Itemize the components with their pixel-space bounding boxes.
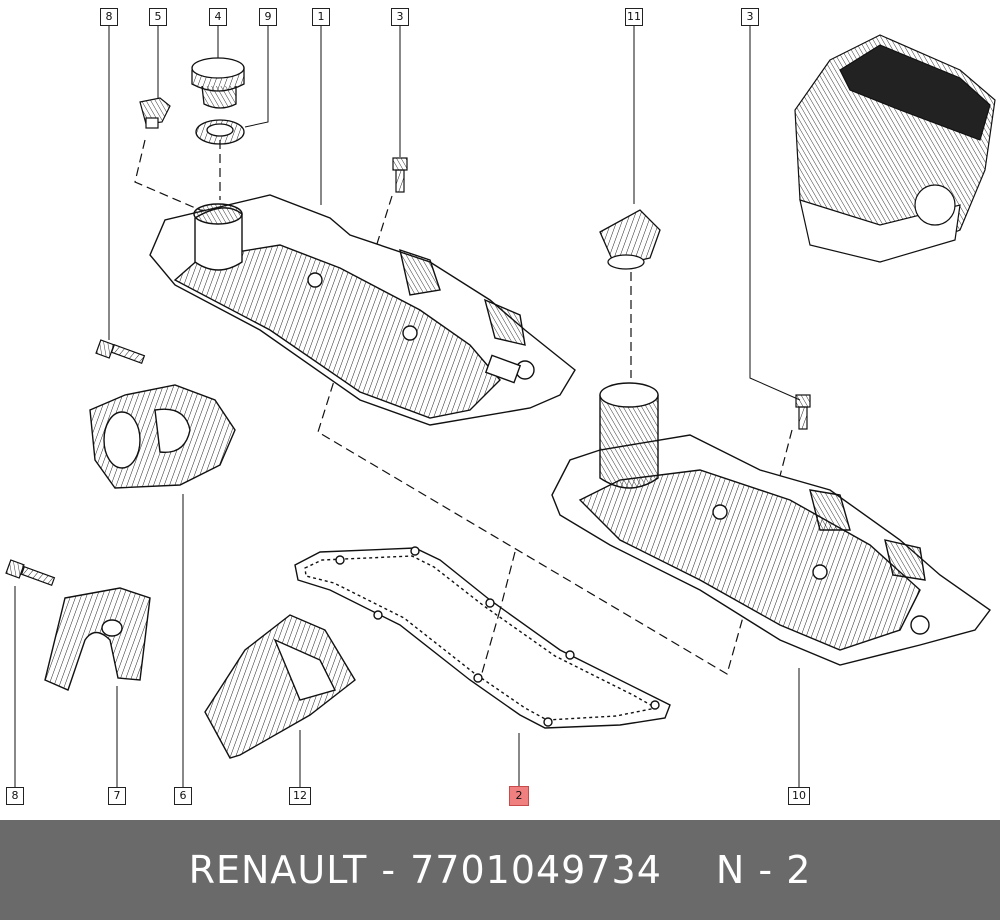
part-3-bolt-right [795, 394, 811, 430]
callout-11: 11 [625, 8, 643, 26]
callout-12: 12 [289, 787, 311, 805]
part-3-bolt-left [392, 157, 408, 193]
callout-4: 4 [209, 8, 227, 26]
part-6-bracket [89, 384, 236, 489]
callout-7: 7 [108, 787, 126, 805]
reference-label: N - 2 [715, 848, 812, 892]
part-4-oil-filler-cap [191, 57, 245, 109]
leader-lines [14, 26, 801, 787]
callout-6: 6 [174, 787, 192, 805]
callout-10: 10 [788, 787, 810, 805]
brand-label: RENAULT [188, 848, 368, 892]
part-5-plug [139, 97, 171, 129]
part-footer-bar: RENAULT - 7701049734 N - 2 [0, 820, 1000, 920]
part-number: 7701049734 [410, 848, 662, 892]
exploded-parts-diagram [5, 26, 996, 787]
callout-1: 1 [312, 8, 330, 26]
callout-8-bottom: 8 [6, 787, 24, 805]
callout-3-left: 3 [391, 8, 409, 26]
part-9-seal-ring [195, 119, 245, 145]
part-2-gasket [294, 546, 671, 729]
engine-thumbnail [794, 34, 996, 263]
callout-5: 5 [149, 8, 167, 26]
part-11-breather-cap [599, 209, 661, 270]
part-12-guard [204, 614, 356, 759]
callout-8-top: 8 [100, 8, 118, 26]
callout-2-highlighted: 2 [509, 786, 529, 806]
part-1-valve-cover [149, 194, 576, 426]
part-8-bolt-bottom [5, 559, 56, 587]
part-7-support [44, 587, 151, 691]
part-8-bolt-top [95, 339, 146, 365]
part-10-valve-cover [551, 382, 991, 666]
callout-3-right: 3 [741, 8, 759, 26]
callout-9: 9 [259, 8, 277, 26]
footer-dash: - [381, 848, 397, 892]
